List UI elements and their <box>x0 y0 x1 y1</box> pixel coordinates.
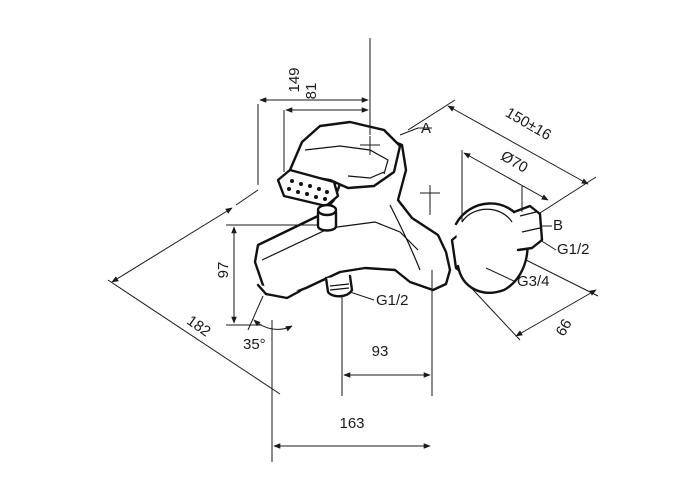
inlet-pipe <box>512 204 544 252</box>
dim-149-label: 149 <box>286 67 303 92</box>
callout-g12-right: G1/2 <box>539 239 590 258</box>
callout-a: A <box>399 120 432 137</box>
callout-b: B <box>541 217 563 234</box>
dim-182: 182 <box>107 189 281 395</box>
wall-flange <box>454 202 529 294</box>
dim-35-label: 35° <box>243 336 266 353</box>
dim-97-label: 97 <box>215 262 232 279</box>
shower-outlet <box>324 274 354 298</box>
callout-g12-bottom: G1/2 <box>349 291 409 309</box>
callout-b-label: B <box>553 217 563 234</box>
dim-93-label: 93 <box>372 343 389 360</box>
callout-g34-label: G3/4 <box>517 273 550 290</box>
callout-g12-right-label: G1/2 <box>557 241 590 258</box>
dim-150-label: 150±16 <box>502 104 554 144</box>
callout-a-label: A <box>421 120 431 137</box>
dim-66-label: 66 <box>553 316 576 339</box>
dim-81: 81 <box>283 83 369 172</box>
dim-35: 35° <box>243 295 293 353</box>
dim-66: 66 <box>461 259 599 341</box>
faucet-body <box>253 136 452 300</box>
dim-93: 93 <box>341 270 433 396</box>
dim-163-label: 163 <box>339 415 364 432</box>
diverter-knob <box>316 203 338 232</box>
dim-149: 149 <box>257 38 371 185</box>
dim-70-label: Ø70 <box>498 148 531 177</box>
callout-g34: G3/4 <box>485 267 550 290</box>
axis-lines <box>360 136 440 215</box>
dim-182-label: 182 <box>183 312 213 340</box>
callout-g12-bottom-label: G1/2 <box>376 292 409 309</box>
dim-81-label: 81 <box>303 83 320 100</box>
lever-grip <box>276 168 340 208</box>
dim-163: 163 <box>271 320 431 462</box>
